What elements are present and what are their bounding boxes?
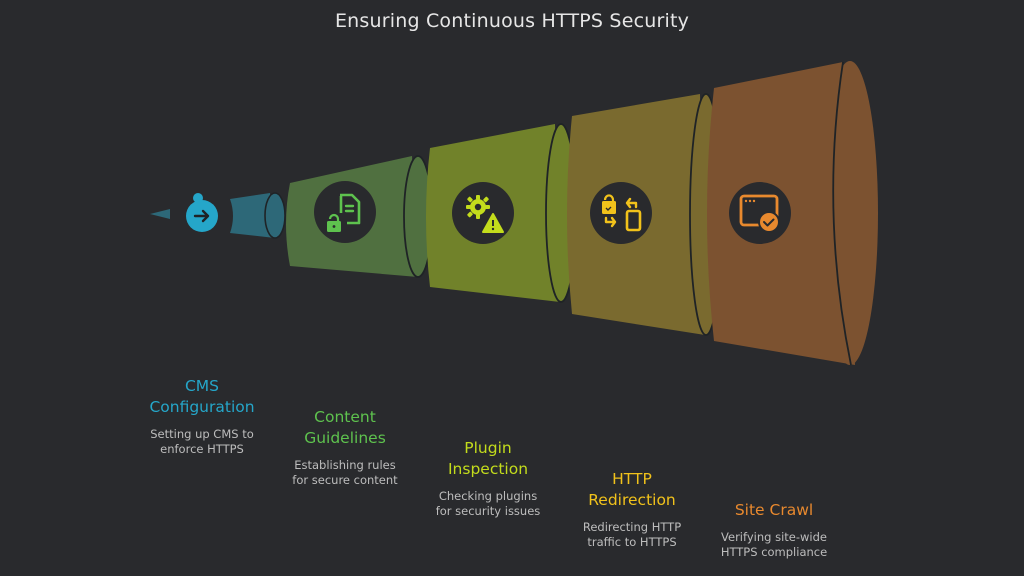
stage-name: Content Guidelines	[260, 407, 430, 449]
funnel-segment-cms-configuration	[230, 192, 286, 239]
stage-name: Site Crawl	[689, 500, 859, 521]
stage-name: CMS Configuration	[117, 376, 287, 418]
stage-desc-line: enforce HTTPS	[160, 442, 244, 456]
stage-description: Establishing rules for secure content	[260, 458, 430, 488]
gear-warning-icon	[452, 182, 514, 244]
stage-name-line: Redirection	[588, 491, 676, 509]
stage-name: Plugin Inspection	[403, 438, 573, 480]
stage-description: Checking plugins for security issues	[403, 489, 573, 519]
stage-label-site-crawl: Site Crawl Verifying site-wide HTTPS com…	[689, 500, 859, 560]
stage-label-cms-configuration: CMS Configuration Setting up CMS to enfo…	[117, 376, 287, 457]
stage-description: Setting up CMS to enforce HTTPS	[117, 427, 287, 457]
stage-name-line: Site Crawl	[734, 501, 814, 519]
stage-description: Verifying site-wide HTTPS compliance	[689, 530, 859, 560]
stage-name-line: CMS	[184, 377, 220, 395]
lock-redirect-device-icon	[590, 182, 652, 244]
stage-desc-line: for secure content	[292, 473, 398, 487]
stage-label-http-redirection: HTTP Redirection Redirecting HTTP traffi…	[547, 469, 717, 550]
stage-name-line: Content	[314, 408, 376, 426]
stage-desc-line: traffic to HTTPS	[587, 535, 677, 549]
stage-name-line: Plugin	[464, 439, 512, 457]
browser-check-icon	[729, 182, 791, 244]
stage-name-line: HTTP	[612, 470, 652, 488]
stage-name: HTTP Redirection	[547, 469, 717, 511]
stage-desc-line: Setting up CMS to	[150, 427, 254, 441]
funnel-tip	[150, 209, 170, 219]
stage-label-plugin-inspection: Plugin Inspection Checking plugins for s…	[403, 438, 573, 519]
stage-desc-line: Verifying site-wide	[721, 530, 827, 544]
stage-desc-line: HTTPS compliance	[720, 545, 828, 559]
locked-document-icon	[314, 181, 376, 243]
stage-label-content-guidelines: Content Guidelines Establishing rules fo…	[260, 407, 430, 488]
stage-description: Redirecting HTTP traffic to HTTPS	[547, 520, 717, 550]
stage-desc-line: Establishing rules	[294, 458, 396, 472]
stage-name-line: Guidelines	[304, 429, 386, 447]
stage-desc-line: for security issues	[435, 504, 541, 518]
stage-desc-line: Checking plugins	[438, 489, 538, 503]
stage-name-line: Configuration	[149, 398, 255, 416]
stage-desc-line: Redirecting HTTP	[582, 520, 682, 534]
arrow-in-circle-icon	[186, 193, 218, 232]
stage-name-line: Inspection	[447, 460, 529, 478]
diagram-title: Ensuring Continuous HTTPS Security	[334, 10, 690, 32]
